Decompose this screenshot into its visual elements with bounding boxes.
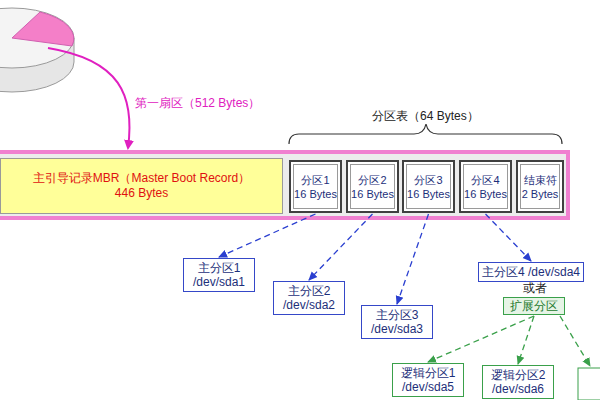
end-marker: 结束符2 Bytes — [516, 160, 564, 213]
dashed-arrow — [219, 214, 316, 257]
partition-entry: 分区116 Bytes — [289, 160, 342, 213]
node-title: 主引导记录MBR（Master Boot Record） — [1, 171, 282, 186]
node-subtitle: 2 Bytes — [518, 187, 562, 201]
node-title: 主分区3 /dev/sda3 — [365, 308, 429, 336]
node-title: 结束符 — [518, 173, 562, 187]
primary-partition: 主分区3 /dev/sda3 — [361, 305, 433, 339]
primary-partition: 主分区4 /dev/sda4 — [478, 262, 584, 282]
table-brace — [289, 124, 562, 144]
node-subtitle: 446 Bytes — [1, 186, 282, 201]
node-title: 主分区4 /dev/sda4 — [482, 265, 580, 279]
dashed-arrow — [428, 316, 534, 362]
node-title: 扩展分区 — [510, 299, 558, 313]
dashed-arrow — [486, 214, 532, 261]
logical-partition: 逻辑分区2 /dev/sda6 — [482, 365, 554, 399]
node-title: 逻辑分区1 /dev/sda5 — [396, 366, 460, 394]
extended-partition: 扩展分区 — [503, 297, 565, 315]
node-subtitle: 16 Bytes — [291, 187, 340, 201]
table-label: 分区表（64 Bytes） — [372, 108, 479, 125]
sector-arrow — [48, 48, 130, 148]
primary-partition: 主分区1 /dev/sda1 — [183, 258, 255, 292]
partition-entry: 分区316 Bytes — [402, 160, 455, 213]
logical-partition: 逻辑分区1 /dev/sda5 — [392, 363, 464, 397]
logical-box-cut — [578, 368, 600, 400]
sector-label: 第一扇区（512 Bytes） — [135, 95, 260, 112]
partition-entry: 分区416 Bytes — [459, 160, 512, 213]
node-title: 逻辑分区2 /dev/sda6 — [486, 368, 550, 396]
or-label: 或者 — [523, 280, 547, 297]
node-title: 主分区1 /dev/sda1 — [187, 261, 251, 289]
node-subtitle: 16 Bytes — [461, 187, 510, 201]
node-subtitle: 16 Bytes — [348, 187, 397, 201]
node-title: 分区3 — [404, 173, 453, 187]
node-title: 分区1 — [291, 173, 340, 187]
mbr-box: 主引导记录MBR（Master Boot Record）446 Bytes — [0, 158, 283, 214]
primary-partition: 主分区2 /dev/sda2 — [273, 281, 345, 315]
node-title: 分区4 — [461, 173, 510, 187]
extended-arrow — [560, 316, 590, 366]
node-title: 主分区2 /dev/sda2 — [277, 284, 341, 312]
dashed-arrow — [397, 214, 429, 304]
sector-band — [0, 152, 568, 218]
node-subtitle: 16 Bytes — [404, 187, 453, 201]
dashed-arrow — [309, 214, 373, 280]
partition-entry: 分区216 Bytes — [346, 160, 399, 213]
dashed-arrow — [518, 316, 534, 364]
node-title: 分区2 — [348, 173, 397, 187]
